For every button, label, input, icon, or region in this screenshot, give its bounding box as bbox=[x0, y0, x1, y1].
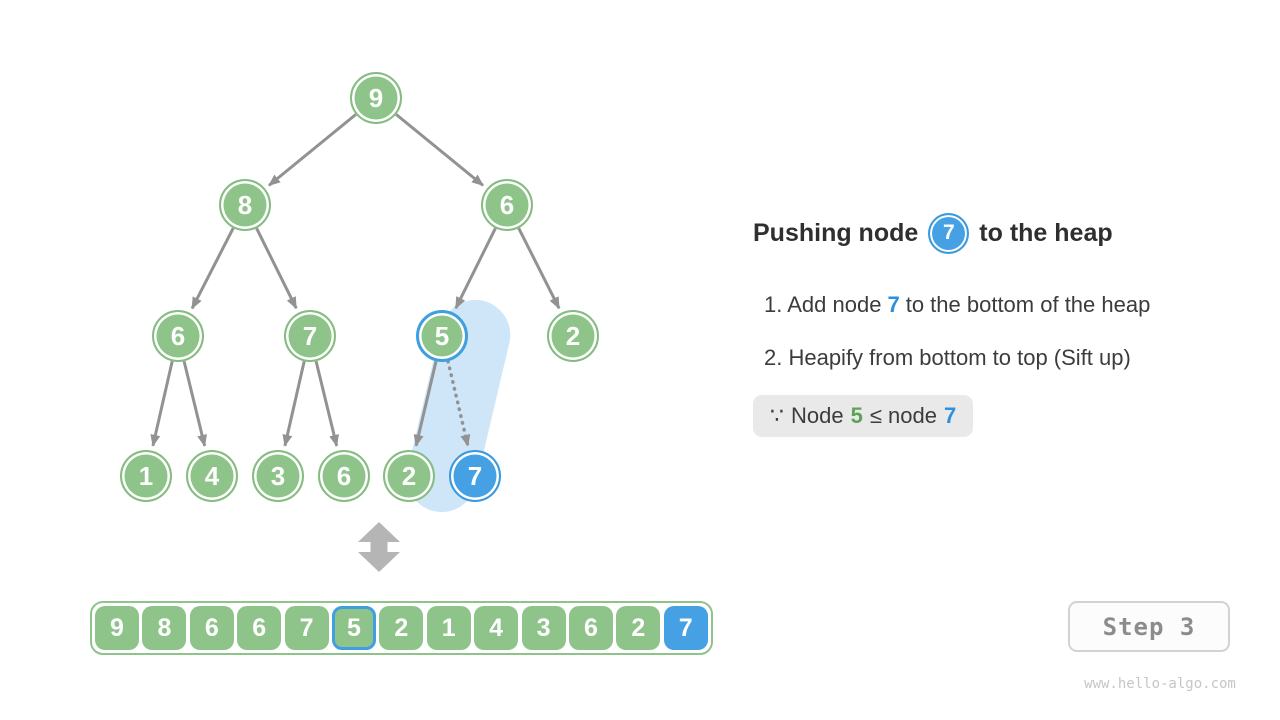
array-cell: 8 bbox=[142, 606, 187, 650]
title-suffix: to the heap bbox=[979, 218, 1113, 247]
tree-node: 7 bbox=[284, 310, 336, 362]
tree-node: 1 bbox=[120, 450, 172, 502]
tree-node-compared: 5 bbox=[416, 310, 468, 362]
tree-node-pushed: 7 bbox=[449, 450, 501, 502]
highlight-value-7: 7 bbox=[943, 403, 957, 428]
tree-node: 6 bbox=[152, 310, 204, 362]
array-cell: 4 bbox=[474, 606, 519, 650]
highlight-value-7: 7 bbox=[887, 292, 900, 317]
array-cell: 6 bbox=[237, 606, 282, 650]
array-cell: 9 bbox=[95, 606, 139, 650]
title-prefix: Pushing node bbox=[753, 218, 919, 247]
tree-node: 9 bbox=[350, 72, 402, 124]
array-cell: 6 bbox=[189, 606, 234, 650]
sift-up-dotted-arrow bbox=[446, 359, 471, 448]
array-cell: 6 bbox=[568, 606, 613, 650]
comparison-note: ∵ Node 5 ≤ node 7 bbox=[753, 395, 974, 437]
highlight-value-5: 5 bbox=[850, 403, 863, 428]
panel-title: Pushing node 7 to the heap bbox=[753, 211, 1113, 255]
tree-node: 4 bbox=[186, 450, 238, 502]
array-cell: 2 bbox=[616, 606, 661, 650]
array-cell: 1 bbox=[426, 606, 471, 650]
array-cell: 2 bbox=[379, 606, 424, 650]
step-indicator: Step 3 bbox=[1068, 601, 1230, 652]
site-watermark: www.hello-algo.com bbox=[1084, 676, 1236, 692]
tree-edges-layer bbox=[150, 113, 561, 572]
tree-node: 6 bbox=[318, 450, 370, 502]
tree-array-equivalence-arrow-icon bbox=[358, 522, 400, 572]
pushed-node-badge: 7 bbox=[928, 212, 970, 254]
instruction-step-2: 2. Heapify from bottom to top (Sift up) bbox=[764, 345, 1131, 370]
tree-node: 2 bbox=[547, 310, 599, 362]
because-symbol: ∵ bbox=[770, 403, 784, 429]
tree-node: 2 bbox=[383, 450, 435, 502]
instruction-step-1: 1. Add node 7 to the bottom of the heap bbox=[764, 292, 1151, 317]
tree-node: 3 bbox=[252, 450, 304, 502]
array-cell-compared: 5 bbox=[331, 606, 376, 650]
array-cell-pushed: 7 bbox=[663, 606, 708, 650]
tree-edges bbox=[150, 113, 561, 448]
array-cell: 3 bbox=[521, 606, 566, 650]
tree-node: 6 bbox=[481, 179, 533, 231]
heap-array: 9 8 6 6 7 5 2 1 4 3 6 2 7 bbox=[90, 601, 713, 655]
array-cell: 7 bbox=[284, 606, 329, 650]
sift-up-highlight-capsule bbox=[406, 299, 511, 513]
tree-node: 8 bbox=[219, 179, 271, 231]
